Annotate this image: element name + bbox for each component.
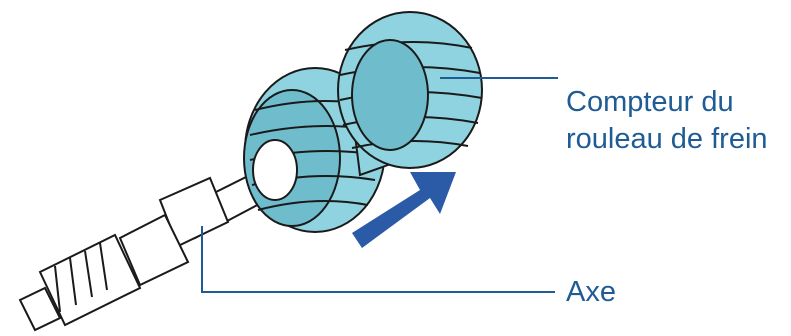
brake-roller-counter-label-line1: Compteur du [566,84,768,121]
brake-roller-counter-label: Compteur du rouleau de frein [566,84,768,158]
back-roller [338,12,482,168]
axle-label: Axe [566,274,616,311]
brake-roller-counter-label-line2: rouleau de frein [566,121,768,158]
leader-line-axle [202,226,555,292]
